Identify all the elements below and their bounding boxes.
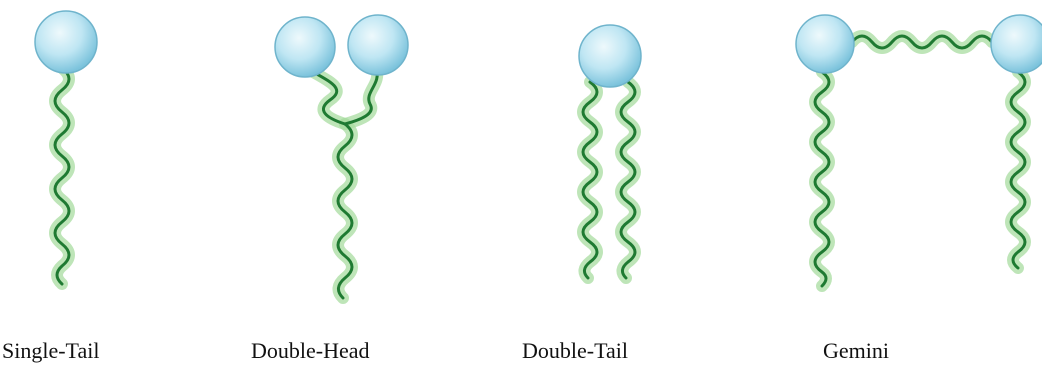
double-head-label: Double-Head	[251, 340, 370, 362]
gemini-surfactant	[796, 15, 1042, 286]
double-tail-label: Double-Tail	[522, 340, 628, 362]
gemini-head-right	[991, 15, 1042, 73]
double-tail-tails	[583, 82, 635, 278]
gemini-label: Gemini	[823, 340, 889, 362]
single-tail-head	[35, 11, 97, 73]
single-tail-surfactant	[35, 11, 97, 284]
double-head-head-left	[275, 17, 335, 77]
double-tail-head	[579, 25, 641, 87]
single-tail-tail	[55, 68, 69, 284]
gemini-head-left	[796, 15, 854, 73]
surfactant-illustration	[0, 0, 1042, 330]
double-head-head-right	[348, 15, 408, 75]
single-tail-label: Single-Tail	[2, 340, 99, 362]
gemini-tail-right	[1011, 72, 1025, 268]
double-head-surfactant	[275, 15, 408, 298]
double-head-tail	[310, 68, 377, 298]
double-tail-surfactant	[579, 25, 641, 278]
gemini-tail-left	[815, 72, 829, 286]
gemini-spacer	[852, 36, 992, 48]
